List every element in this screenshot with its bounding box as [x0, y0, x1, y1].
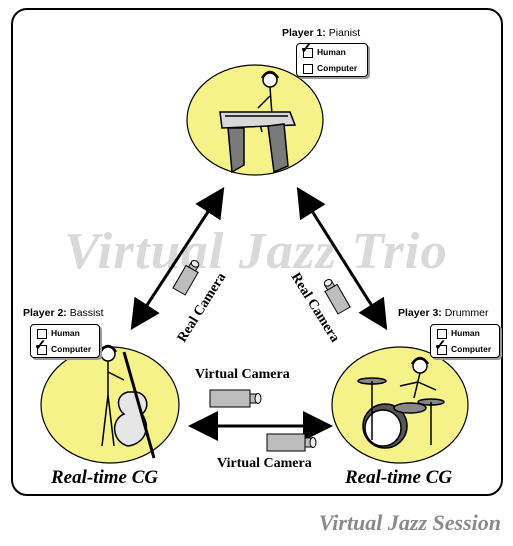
virtual-camera-label-bottom: Virtual Camera: [217, 456, 312, 471]
bassist-node: [40, 346, 180, 464]
pianist-figure: [219, 70, 297, 174]
player3-computer-option[interactable]: ✓Computer: [434, 337, 492, 355]
checkbox[interactable]: [303, 64, 313, 74]
player2-mode-box: Human ✓Computer: [30, 324, 100, 358]
camera-icon: [323, 279, 351, 315]
drummer-render-label: Real-time CG: [345, 467, 453, 488]
drummer-figure: [357, 356, 445, 449]
bassist-render-label: Real-time CG: [51, 467, 159, 488]
checkbox[interactable]: [303, 48, 313, 58]
checkmark-icon: ✓: [34, 337, 47, 354]
player3-human-option[interactable]: Human: [431, 325, 499, 341]
virtual-camera-label-top: Virtual Camera: [195, 367, 290, 382]
player1-human-option[interactable]: ✓Human: [300, 40, 346, 58]
diagram-frame: [11, 8, 503, 496]
camera-icon: [266, 433, 317, 452]
player1-computer-option[interactable]: Computer: [297, 60, 367, 76]
player2-computer-option[interactable]: ✓Computer: [34, 337, 92, 355]
player3-mode-box: Human ✓Computer: [430, 324, 500, 358]
player3-title: Player 3: Drummer: [398, 307, 489, 319]
player1-title: Player 1: Pianist: [282, 27, 361, 39]
checkbox[interactable]: [437, 329, 447, 339]
checkbox[interactable]: [37, 329, 47, 339]
checkmark-icon: ✓: [300, 40, 313, 57]
arrow-pianist-bassist: [130, 186, 225, 331]
arrow-pianist-drummer: [296, 186, 388, 331]
camera-icon: [172, 260, 200, 296]
checkbox[interactable]: [437, 345, 447, 355]
checkmark-icon: ✓: [434, 337, 447, 354]
player2-title: Player 2: Bassist: [23, 307, 104, 319]
camera-icon: [209, 389, 262, 408]
player1-mode-box: ✓Human Computer: [296, 40, 368, 77]
caption: Virtual Jazz Session: [318, 510, 501, 535]
bassist-figure: [98, 344, 156, 459]
checkbox[interactable]: [37, 345, 47, 355]
player2-human-option[interactable]: Human: [31, 325, 99, 341]
